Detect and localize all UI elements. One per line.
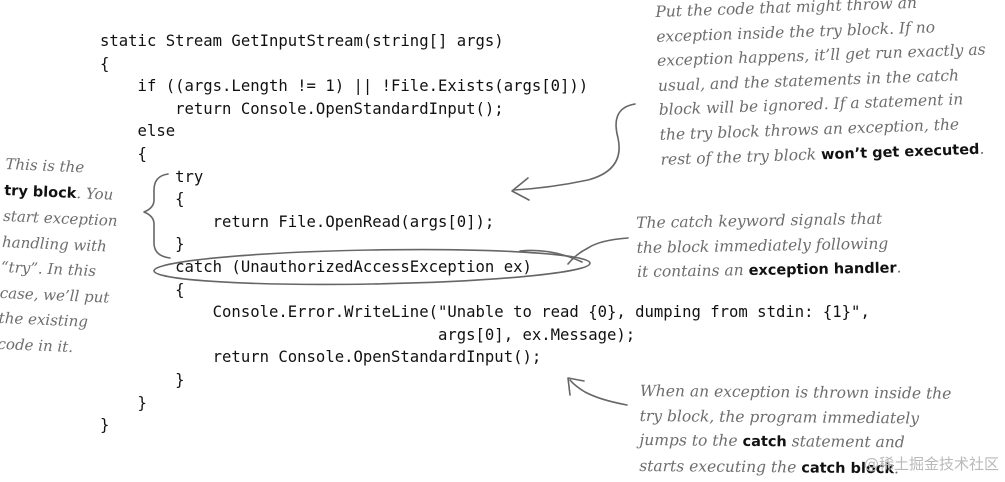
code-listing: static Stream GetInputStream(string[] ar… (100, 30, 870, 437)
watermark: @稀土掘金技术社区 (863, 455, 999, 473)
code-line: args[0], ex.Message); (100, 325, 636, 344)
code-line: return Console.OpenStandardInput(); (100, 348, 542, 367)
arrow-catch-keyword (567, 237, 629, 265)
code-line: { (100, 54, 110, 73)
code-line: } (100, 393, 147, 412)
code-line: } (100, 416, 110, 435)
code-line: if ((args.Length != 1) || !File.Exists(a… (100, 77, 589, 96)
try-brace (143, 173, 171, 259)
catch-ellipse (153, 248, 591, 286)
arrow-try-code (513, 103, 636, 191)
code-line: return Console.OpenStandardInput(); (100, 99, 504, 118)
code-line: try (100, 167, 204, 186)
code-line: Console.Error.WriteLine("Unable to read … (100, 303, 870, 322)
code-line: { (100, 280, 185, 299)
arrow-try-code-head (511, 177, 530, 201)
catch-ellipse-tail (519, 249, 583, 263)
code-line: static Stream GetInputStream(string[] ar… (100, 32, 504, 50)
code-line: catch (UnauthorizedAccessException ex) (100, 257, 532, 276)
code-line: { (100, 144, 147, 163)
code-line: else (100, 122, 176, 141)
code-line: { (100, 190, 185, 209)
code-line: } (100, 235, 185, 254)
arrow-exception-thrown-head (567, 377, 585, 396)
code-line: } (100, 370, 185, 389)
arrow-exception-thrown (569, 379, 628, 406)
code-line: return File.OpenRead(args[0]); (100, 212, 495, 231)
